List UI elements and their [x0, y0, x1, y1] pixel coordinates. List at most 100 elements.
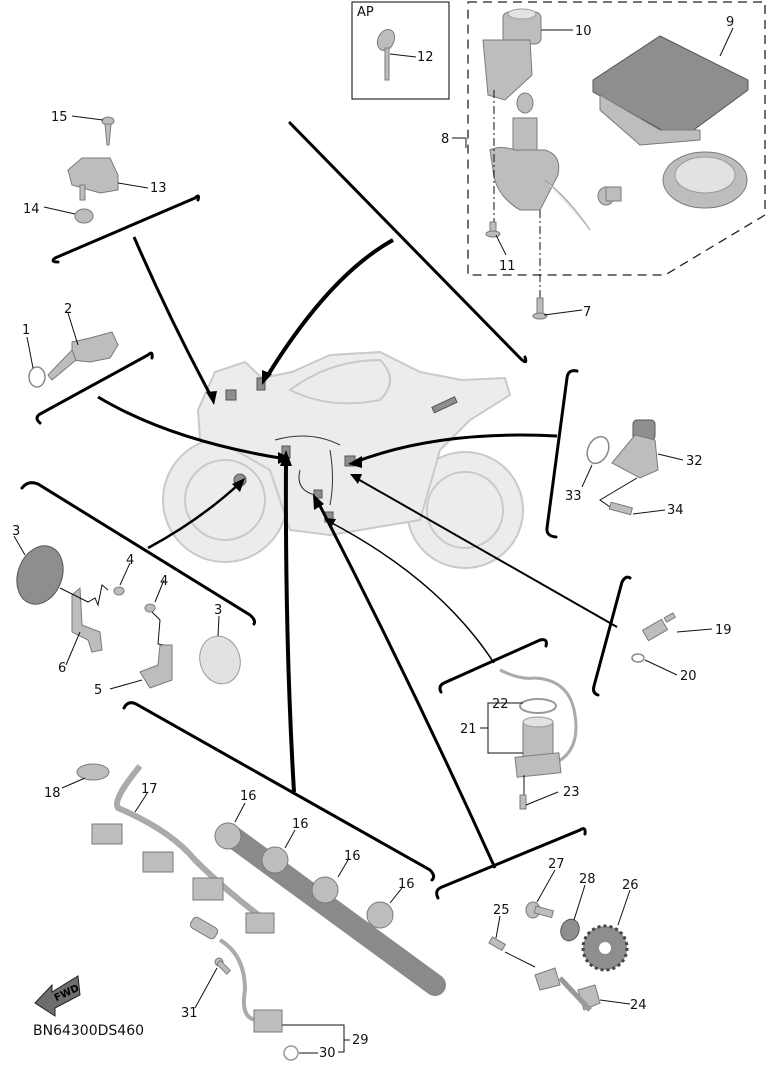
callout-34: 34	[667, 503, 684, 518]
ap-box	[351, 1, 450, 100]
callout-13: 13	[150, 181, 167, 196]
screw-part-7	[532, 297, 548, 320]
ignition-coil-parts-16	[214, 822, 446, 996]
horn-part-3-right	[199, 635, 241, 685]
callout-1: 1	[22, 323, 30, 338]
callout-24: 24	[630, 998, 647, 1013]
callout-5: 5	[94, 683, 102, 698]
callout-2: 2	[64, 302, 72, 317]
sprocket-part-26	[581, 924, 629, 972]
callout-23: 23	[563, 785, 580, 800]
callout-28: 28	[579, 872, 596, 887]
callout-4-left: 4	[126, 553, 134, 568]
forward-direction-icon: FWD	[34, 975, 81, 1017]
nut-part-4-left	[113, 586, 125, 596]
ignition-connector-line	[266, 238, 394, 377]
bolt-part-34	[608, 501, 634, 516]
callout-8: 8	[441, 132, 449, 147]
motorcycle-illustration	[162, 350, 524, 569]
clamp-part-18	[76, 763, 110, 781]
horn-bracket-part-6	[71, 586, 103, 653]
ecu-part-9	[592, 35, 749, 146]
gear-sensor-brace	[435, 827, 587, 900]
horn-brace	[20, 481, 256, 626]
callout-10: 10	[575, 24, 592, 39]
callout-3-right: 3	[214, 603, 222, 618]
cam-sensor-part-32	[611, 419, 659, 479]
fuel-pump-part-21	[514, 716, 562, 778]
lock-assembly-part	[489, 92, 591, 231]
fuel-pump-connector	[329, 521, 495, 664]
callout-3-left: 3	[12, 524, 20, 539]
callout-25: 25	[493, 903, 510, 918]
callout-19: 19	[715, 623, 732, 638]
callout-29: 29	[352, 1033, 369, 1048]
horn-connector	[147, 482, 241, 550]
grommet-part-14	[74, 208, 94, 224]
callout-27: 27	[548, 857, 565, 872]
seat-lock-cylinder-part	[597, 186, 622, 206]
callout-16-d: 16	[398, 877, 415, 892]
nut-part-4-right	[144, 603, 156, 613]
callout-18: 18	[44, 786, 61, 801]
callout-26: 26	[622, 878, 639, 893]
callout-16-b: 16	[292, 817, 309, 832]
fuel-cap-part	[662, 151, 748, 209]
callout-16-c: 16	[344, 849, 361, 864]
diagram-code: BN64300DS460	[33, 1023, 144, 1039]
brake-switch-connector	[97, 395, 281, 460]
ignition-set-group-outline	[467, 1, 766, 276]
main-switch-part-10	[482, 8, 542, 101]
harness-part-17	[91, 764, 275, 934]
screw-part-23	[519, 794, 527, 810]
ap-box-label: AP	[357, 5, 374, 20]
callout-31: 31	[181, 1006, 198, 1021]
brake-switch-part-2	[47, 331, 119, 381]
fuel-pump-brace	[438, 638, 548, 694]
pressure-sensor-part-13	[67, 157, 119, 201]
fuel-hose	[499, 668, 578, 770]
ignition-coil-brace	[122, 701, 436, 882]
bolt-part-25	[488, 936, 507, 952]
callout-30: 30	[319, 1046, 336, 1061]
pressure-sensor-connector	[132, 236, 214, 399]
callout-12: 12	[417, 50, 434, 65]
pressure-sensor-brace	[51, 194, 201, 264]
temp-sensor-brace	[592, 575, 632, 697]
callout-17: 17	[141, 782, 158, 797]
bolt-part-31	[214, 957, 232, 975]
screw-part-15	[101, 116, 115, 146]
o-ring-part-1	[28, 366, 46, 388]
callout-6: 6	[58, 661, 66, 676]
o-ring-part-33	[586, 435, 610, 465]
brake-switch-brace	[35, 351, 154, 425]
callout-32: 32	[686, 454, 703, 469]
horn-part-3-left	[16, 545, 64, 605]
screw-part-11	[485, 221, 501, 238]
callout-15: 15	[51, 110, 68, 125]
callout-4-right: 4	[160, 574, 168, 589]
gasket-part-20	[631, 653, 645, 663]
callout-9: 9	[726, 15, 734, 30]
gear-sensor-part-24	[534, 967, 601, 1012]
callout-14: 14	[23, 202, 40, 217]
callout-22: 22	[492, 697, 509, 712]
callout-33: 33	[565, 489, 582, 504]
callout-7: 7	[583, 305, 591, 320]
washer-part-28	[560, 918, 580, 942]
gear-sensor-connector	[316, 501, 497, 869]
temp-sensor-connector	[355, 477, 618, 628]
crank-sensor-part-29	[189, 916, 283, 1033]
bolt-part-27	[525, 901, 555, 919]
callout-16-a: 16	[240, 789, 257, 804]
o-ring-part-30	[283, 1045, 299, 1061]
temp-sensor-part-19	[641, 612, 677, 642]
cam-sensor-brace	[545, 369, 579, 539]
callout-21: 21	[460, 722, 477, 737]
ignition-coil-connector	[283, 459, 296, 793]
gasket-part-22	[519, 698, 557, 714]
horn-bracket-part-5	[139, 644, 173, 689]
ignition-set-brace	[288, 121, 528, 364]
callout-20: 20	[680, 669, 697, 684]
